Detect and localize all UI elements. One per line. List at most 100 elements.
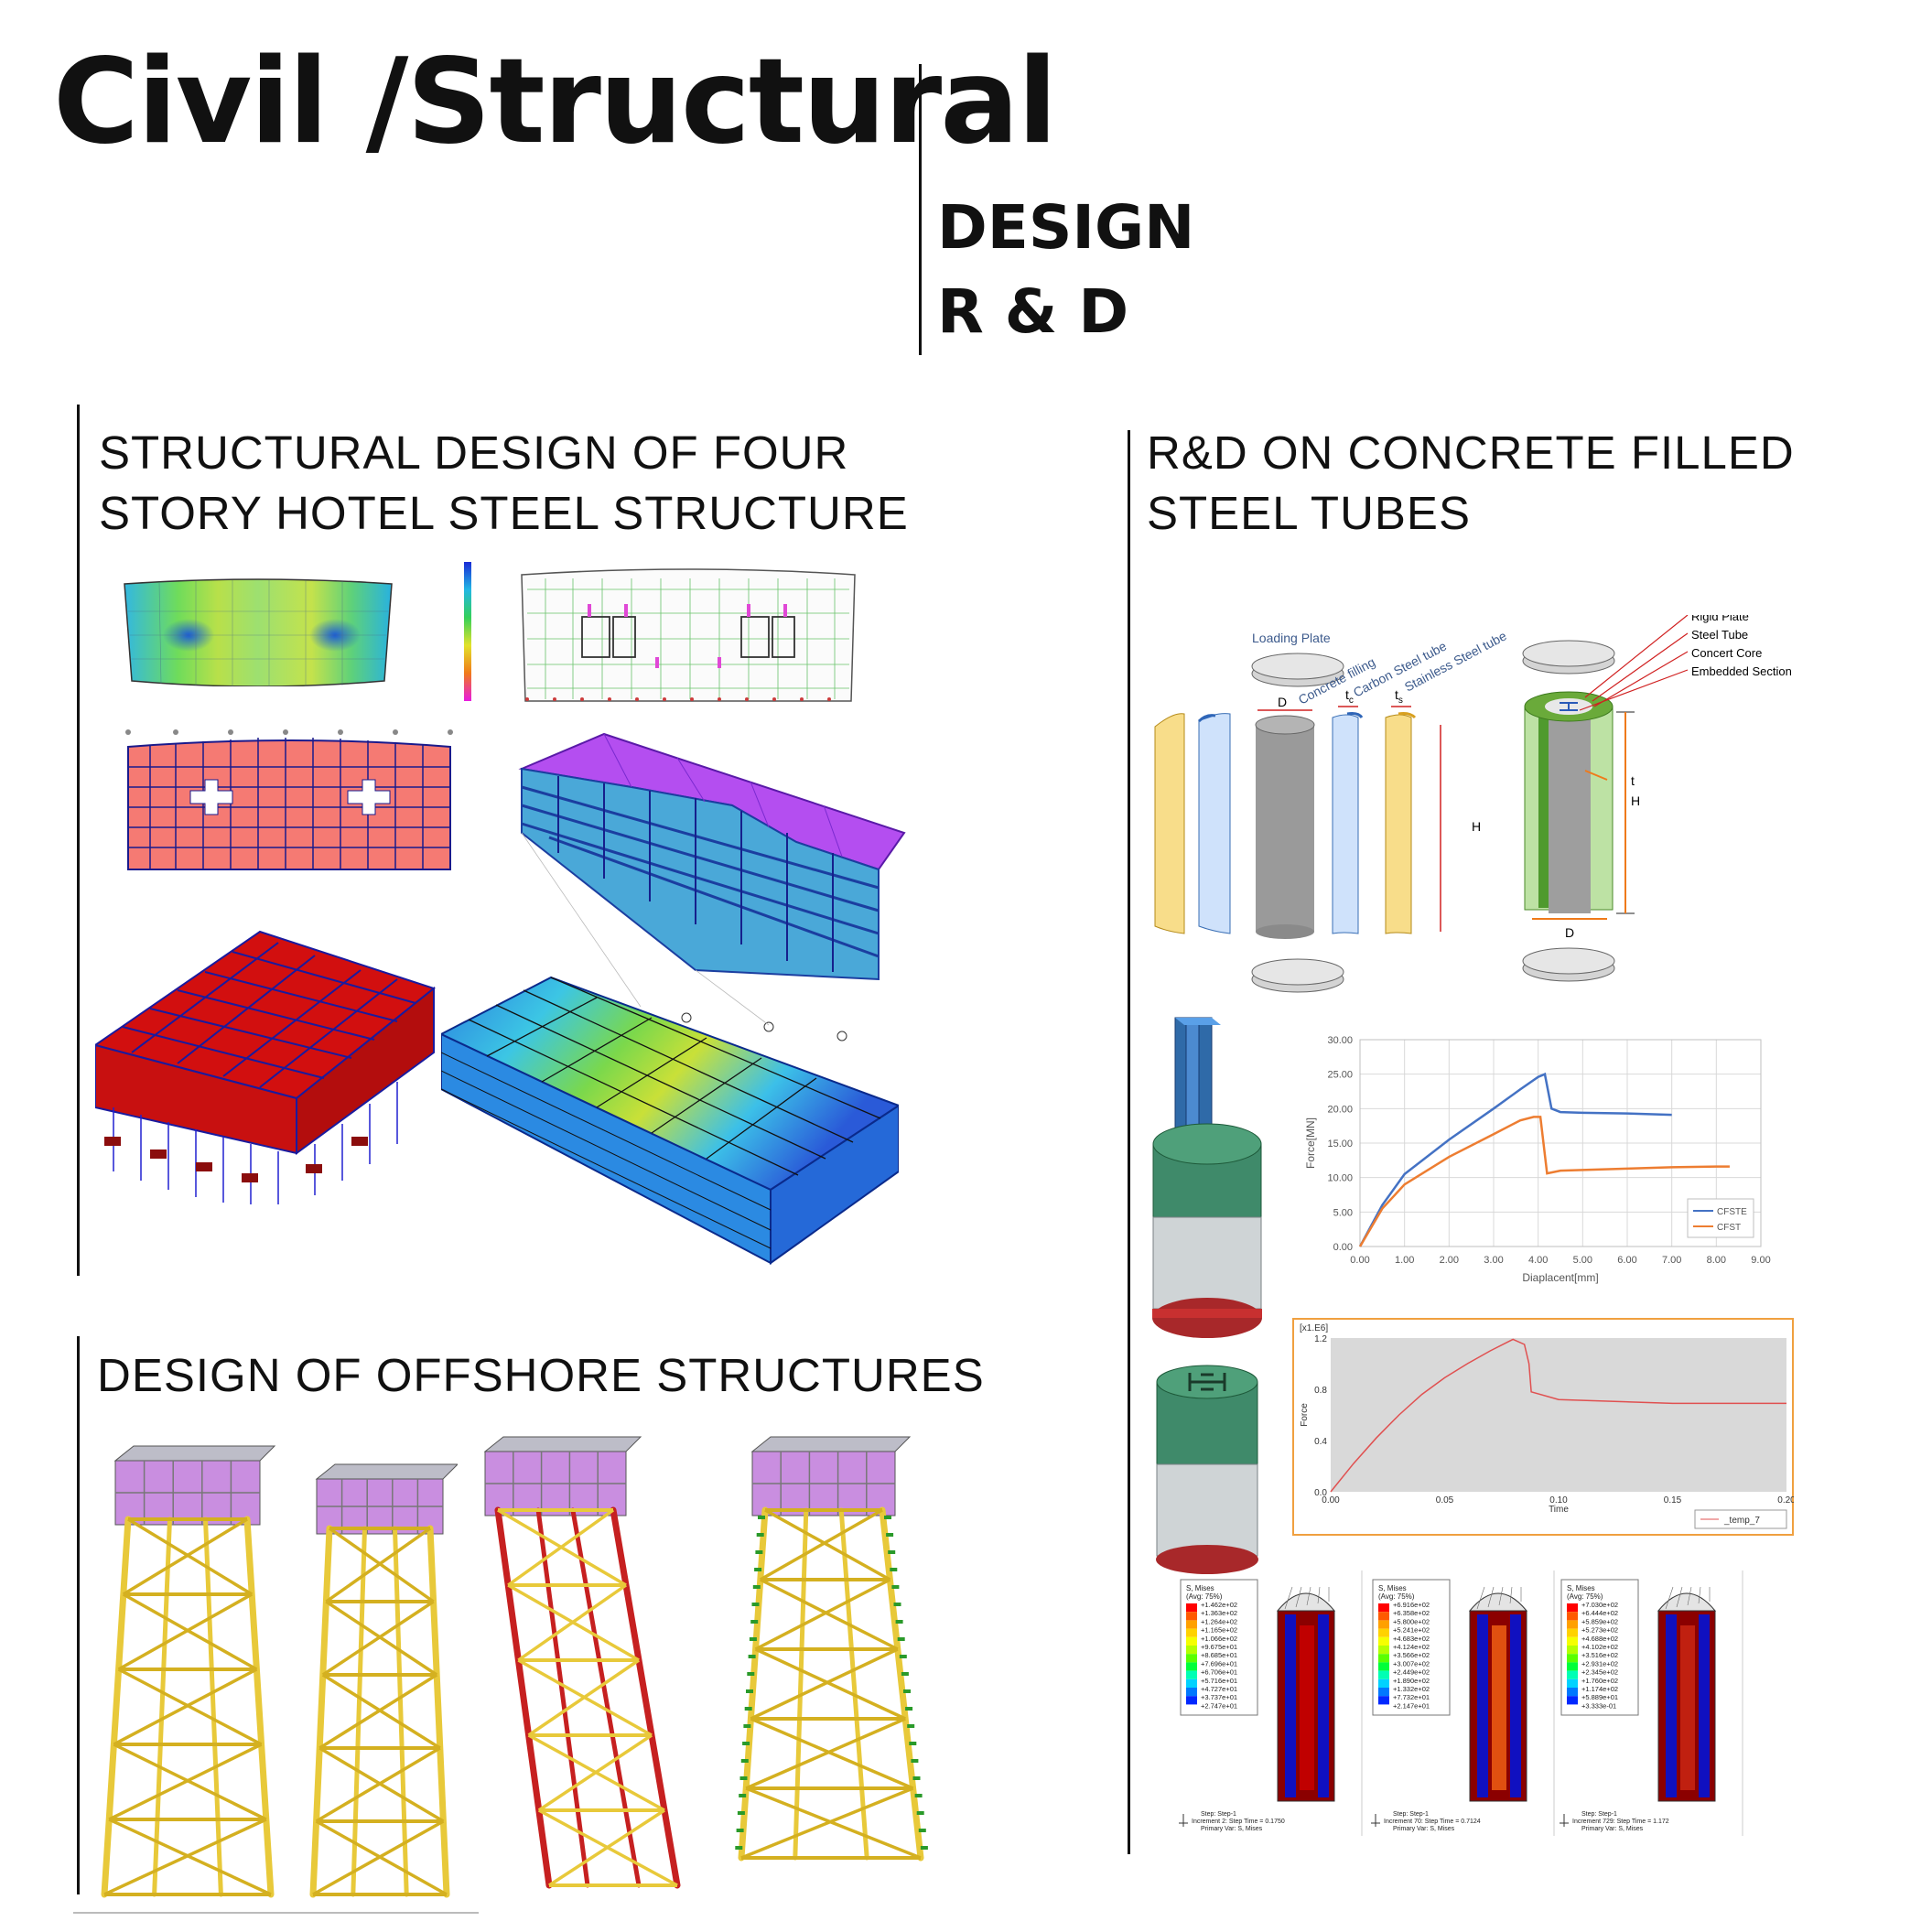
fea-legend-value: +2.747e+01	[1201, 1701, 1237, 1710]
fea-legend-value: +7.732e+01	[1393, 1693, 1430, 1701]
offshore-section-title: DESIGN OF OFFSHORE STRUCTURES	[97, 1345, 985, 1406]
topside-roof	[315, 1463, 458, 1480]
label-D: D	[1278, 695, 1287, 709]
member-label-marker	[736, 1829, 744, 1832]
member-label-marker	[739, 1794, 747, 1797]
fea-legend-swatch	[1567, 1678, 1578, 1688]
fea-panel: S, Mises(Avg: 75%)+1.462e+02+1.363e+02+1…	[1179, 1570, 1363, 1836]
fea-increment-label: Increment 729: Step Time = 1.172	[1572, 1819, 1669, 1825]
fea-legend-value: +4.683e+02	[1393, 1635, 1430, 1643]
series-line	[1330, 1338, 1786, 1493]
y-tick-label: 30.00	[1327, 1035, 1353, 1046]
fea-legend-value: +8.685e+01	[1201, 1651, 1237, 1659]
fea-legend-swatch	[1186, 1688, 1197, 1697]
jacket-brace	[122, 1517, 248, 1596]
x-tick-label: 2.00	[1440, 1255, 1459, 1266]
fea-step-label: Step: Step-1	[1201, 1811, 1236, 1818]
fea-legend-avg: (Avg: 75%)	[1378, 1592, 1415, 1601]
y-tick-label: 5.00	[1333, 1207, 1353, 1218]
jacket-brace	[312, 1819, 445, 1896]
x-tick-label: 0.15	[1664, 1495, 1682, 1506]
label-embedded-section: Embedded Section	[1691, 664, 1792, 678]
fea-legend-swatch	[1567, 1662, 1578, 1671]
member-label-marker	[905, 1707, 913, 1711]
chart-background	[1294, 1029, 1794, 1287]
x-axis-label: Time	[1549, 1505, 1569, 1515]
y-tick-label: 20.00	[1327, 1104, 1353, 1115]
x-tick-label: 9.00	[1751, 1255, 1770, 1266]
label-D2: D	[1565, 925, 1574, 940]
fea-legend-swatch	[1567, 1612, 1578, 1621]
jacket-leg	[838, 1507, 869, 1861]
fea-legend-value: +1.165e+02	[1201, 1626, 1237, 1635]
hotel-title-line2: STORY HOTEL STEEL STRUCTURE	[99, 487, 909, 539]
cfst-component-diagram: Loading Plate Concrete filling Carbon St…	[1154, 615, 1792, 993]
fea-legend-value: +9.675e+01	[1201, 1643, 1237, 1651]
fea-legend-value: +3.007e+02	[1393, 1659, 1430, 1668]
fea-legend-value: +2.345e+02	[1581, 1668, 1618, 1677]
fea-legend-swatch	[1378, 1678, 1389, 1688]
member-label-marker	[916, 1811, 924, 1815]
fea-legend-value: +1.174e+02	[1581, 1685, 1618, 1693]
fea-legend-value: +6.916e+02	[1393, 1601, 1430, 1609]
member-label-marker	[893, 1603, 901, 1606]
fea-legend-swatch	[1567, 1670, 1578, 1679]
fea-legend-value: +2.147e+01	[1393, 1701, 1430, 1710]
fea-legend-swatch	[1378, 1696, 1389, 1705]
fea-legend-swatch	[1186, 1612, 1197, 1621]
fea-legend-value: +3.566e+02	[1393, 1651, 1430, 1659]
fea-legend-value: +5.241e+02	[1393, 1626, 1430, 1635]
chart-legend	[1687, 1198, 1754, 1238]
label-H: H	[1472, 819, 1481, 834]
fea-legend-swatch	[1378, 1628, 1389, 1637]
jacket-brace	[321, 1673, 441, 1750]
hotel-title-line1: STRUCTURAL DESIGN OF FOUR	[99, 426, 849, 479]
rigid-plate-top	[1522, 640, 1615, 675]
contour-color-legend	[464, 562, 471, 701]
jacket-brace	[517, 1583, 628, 1662]
fea-legend-swatch	[1186, 1603, 1197, 1613]
fea-column-model	[1657, 1586, 1717, 1802]
cfst-title-line1: R&D ON CONCRETE FILLED	[1147, 426, 1795, 479]
fea-legend-swatch	[1378, 1612, 1389, 1621]
fea-legend-swatch	[1567, 1688, 1578, 1697]
jacket-brace	[754, 1647, 906, 1721]
hotel-3d-model-red	[95, 930, 437, 1204]
cfst-specimen-3d	[1152, 1017, 1262, 1338]
y-tick-label: 1.2	[1314, 1334, 1327, 1344]
jacket-brace	[113, 1743, 267, 1821]
jacket-brace	[507, 1508, 615, 1587]
chart-legend	[1694, 1509, 1787, 1529]
y-tick-label: 10.00	[1327, 1173, 1353, 1184]
x-tick-label: 3.00	[1484, 1255, 1503, 1266]
x-tick-label: 0.00	[1350, 1255, 1369, 1266]
loading-plate-top	[1251, 653, 1344, 687]
offshore-jacket-3	[483, 1436, 681, 1889]
member-label-marker	[740, 1759, 749, 1763]
jacket-brace	[321, 1600, 435, 1677]
x-tick-label: 1.00	[1395, 1255, 1414, 1266]
x-tick-label: 4.00	[1528, 1255, 1548, 1266]
cfst-section-rule	[1128, 430, 1130, 1854]
x-tick-label: 6.00	[1617, 1255, 1636, 1266]
topside-roof	[483, 1436, 642, 1452]
fea-legend-value: +1.890e+02	[1393, 1677, 1430, 1685]
fea-primary-var-label: Primary Var: S, Mises	[1201, 1826, 1263, 1832]
jacket-brace	[113, 1668, 258, 1746]
fea-legend-value: +4.727e+01	[1201, 1685, 1237, 1693]
jacket-leg	[738, 1506, 769, 1862]
fea-legend-value: +2.931e+02	[1581, 1659, 1618, 1668]
jacket-brace	[328, 1527, 435, 1603]
member-label-marker	[735, 1846, 743, 1850]
fea-legend-swatch	[1567, 1696, 1578, 1705]
jacket-brace	[764, 1508, 891, 1581]
y-axis-label: Force	[1300, 1403, 1310, 1427]
jacket-leg	[426, 1525, 450, 1898]
scale-label: [x1.E6]	[1300, 1323, 1328, 1333]
cfst-title-line2: STEEL TUBES	[1147, 487, 1471, 539]
jacket-brace	[750, 1717, 914, 1790]
jacket-brace	[750, 1647, 899, 1721]
jacket-leg	[393, 1526, 409, 1897]
subtitle-rnd: R & D	[937, 276, 1129, 347]
fea-legend-swatch	[1186, 1628, 1197, 1637]
